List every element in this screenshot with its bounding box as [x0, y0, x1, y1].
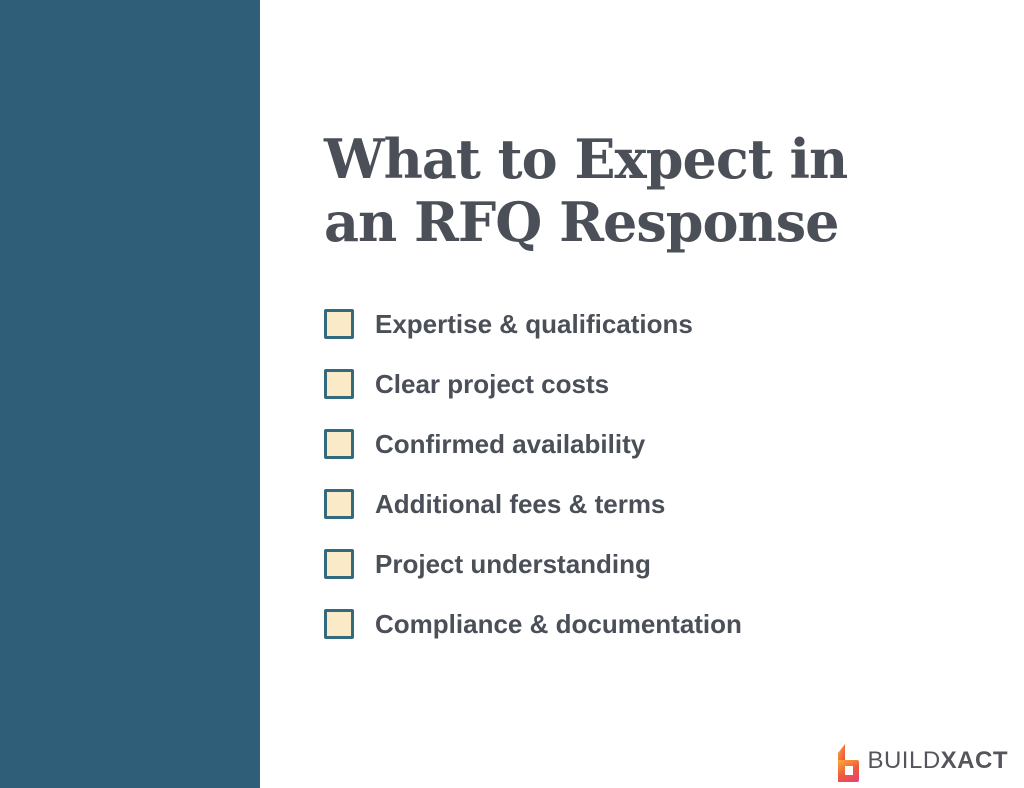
checklist-item-label: Project understanding — [375, 548, 651, 579]
logo-text-build: BUILD — [867, 747, 941, 774]
buildxact-wordmark: BUILDXACT — [867, 747, 1008, 775]
buildxact-b-icon — [838, 744, 860, 782]
checkbox-icon — [324, 489, 354, 519]
checkbox-icon — [324, 549, 354, 579]
checkbox-icon — [324, 429, 354, 459]
checklist-item: Additional fees & terms — [324, 489, 742, 519]
logo-text-xact: XACT — [940, 747, 1008, 774]
checklist-item-label: Expertise & qualifications — [375, 308, 693, 339]
page-title: What to Expect in an RFQ Response — [324, 127, 848, 255]
checklist-item: Compliance & documentation — [324, 609, 742, 639]
left-accent-bar — [0, 0, 260, 788]
checklist-item: Confirmed availability — [324, 429, 742, 459]
checklist-item: Expertise & qualifications — [324, 309, 742, 339]
page-title-line-1: What to Expect in — [324, 127, 848, 191]
checklist-item-label: Compliance & documentation — [375, 608, 742, 639]
checkbox-icon — [324, 369, 354, 399]
checklist-item: Project understanding — [324, 549, 742, 579]
checklist-item-label: Clear project costs — [375, 368, 610, 399]
checklist: Expertise & qualifications Clear project… — [324, 309, 742, 669]
page-title-line-2: an RFQ Response — [324, 190, 840, 255]
checklist-item-label: Confirmed availability — [375, 428, 646, 459]
checklist-item-label: Additional fees & terms — [375, 488, 666, 519]
buildxact-logo: BUILDXACT — [833, 740, 1008, 782]
checklist-item: Clear project costs — [324, 369, 742, 399]
checkbox-icon — [324, 609, 354, 639]
checkbox-icon — [324, 309, 354, 339]
